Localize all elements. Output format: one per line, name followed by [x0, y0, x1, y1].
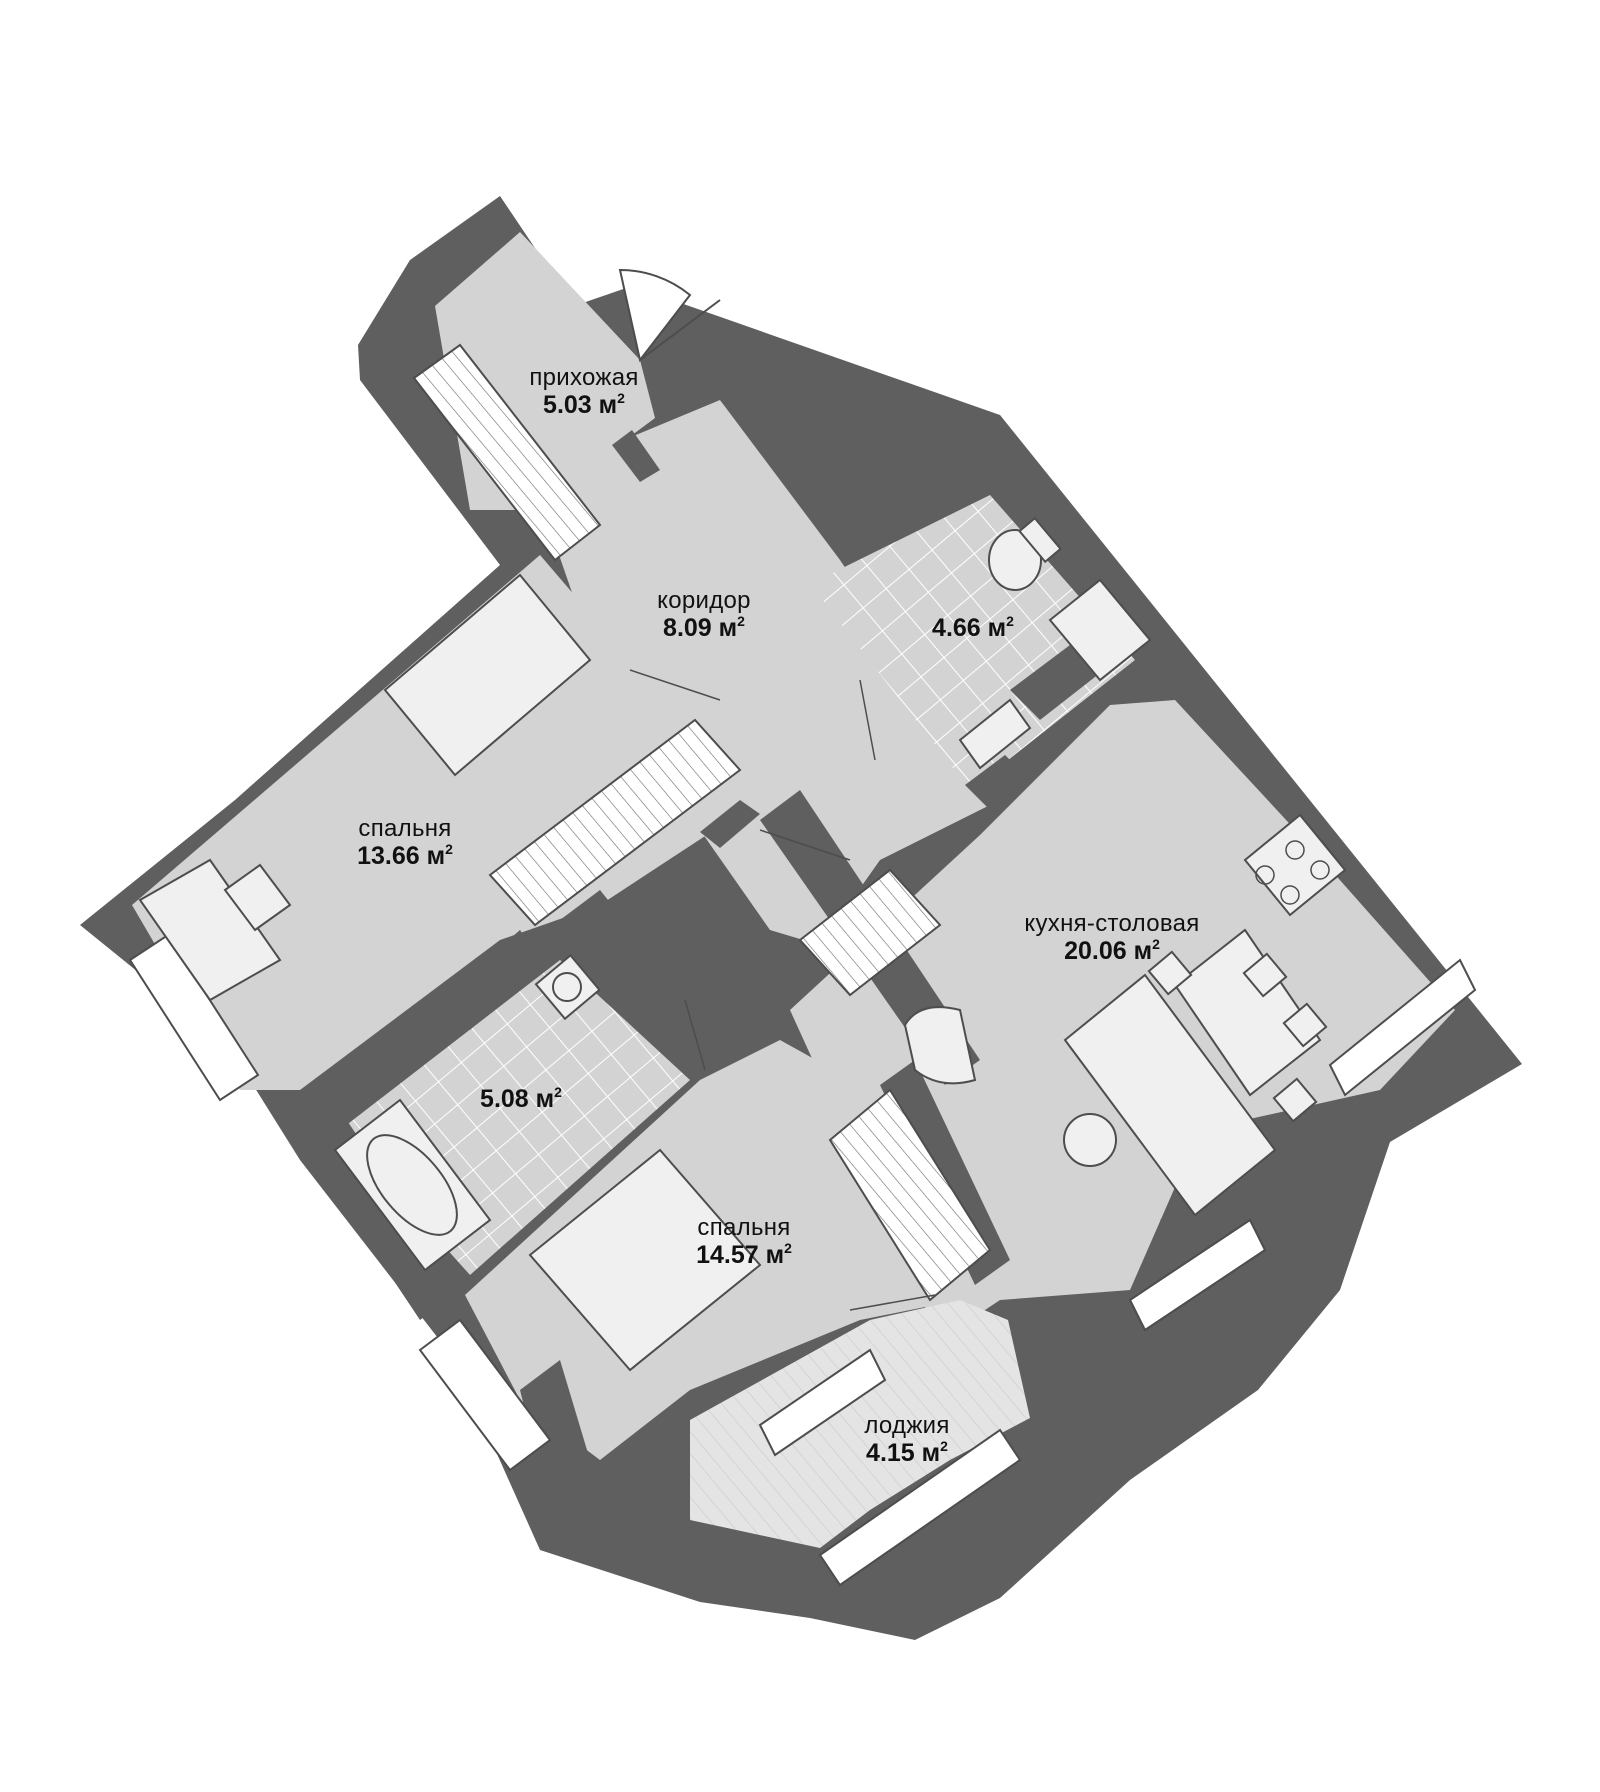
coffee-table-icon: [1063, 1113, 1117, 1167]
stove-icon: [1243, 813, 1347, 917]
label-bathroom-1: 4.66 м2: [932, 613, 1014, 642]
sofa-icon: [1063, 973, 1277, 1217]
label-entrance-hall: прихожая 5.03 м2: [529, 365, 638, 419]
bathtub-icon: [333, 1098, 492, 1272]
window-loggia-2: [818, 1428, 1022, 1587]
bed-icon: [528, 1148, 762, 1372]
label-bedroom-2: спальня 14.57 м2: [696, 1215, 792, 1269]
toilet-icon: [988, 516, 1062, 591]
floor-bathroom-1: [810, 495, 1135, 790]
room-area: 20.06 м2: [1064, 935, 1160, 965]
room-area: 13.66 м2: [357, 840, 453, 870]
bed-icon: [383, 573, 592, 777]
room-name: прихожая: [529, 364, 639, 392]
room-name: спальня: [697, 1214, 791, 1242]
window-loggia-1: [758, 1348, 887, 1457]
room-area: 5.08 м2: [480, 1084, 562, 1113]
dining-table-icon: [1147, 928, 1328, 1123]
room-area: 4.66 м2: [932, 613, 1014, 642]
label-loggia: лоджия 4.15 м2: [864, 1413, 949, 1467]
room-name: кухня-столовая: [1024, 910, 1200, 938]
shower-icon: [1048, 578, 1152, 682]
room-area: 4.15 м2: [866, 1437, 948, 1467]
label-corridor: коридор 8.09 м2: [657, 588, 751, 642]
chair-icon: [223, 863, 292, 932]
room-name: коридор: [657, 587, 751, 615]
room-name: лоджия: [864, 1412, 950, 1440]
floor-loggia: [690, 1300, 1030, 1548]
room-area: 8.09 м2: [663, 612, 745, 642]
window-kitchen-2: [1128, 1218, 1267, 1332]
room-name: спальня: [358, 815, 452, 843]
windows: [128, 933, 1477, 1587]
room-area: 5.03 м2: [543, 389, 625, 419]
washing-machine-icon: [534, 953, 601, 1021]
wardrobe-icon: [412, 343, 992, 1302]
window-kitchen-1: [1328, 958, 1477, 1097]
desk-icon: [138, 858, 282, 1002]
room-area: 14.57 м2: [696, 1239, 792, 1269]
label-bathroom-2: 5.08 м2: [480, 1084, 562, 1113]
armchair-icon: [903, 1006, 977, 1085]
door-swing-icon: [618, 268, 721, 363]
label-bedroom-1: спальня 13.66 м2: [357, 816, 453, 870]
floor-bedroom-1: [132, 555, 760, 1090]
window-bedroom-1: [128, 933, 260, 1102]
label-kitchen-dining: кухня-столовая 20.06 м2: [1024, 911, 1199, 965]
door-leaves: [629, 669, 936, 1311]
floor-corridor: [540, 400, 1000, 945]
window-bedroom-2: [418, 1318, 552, 1472]
sink-icon: [958, 698, 1032, 770]
